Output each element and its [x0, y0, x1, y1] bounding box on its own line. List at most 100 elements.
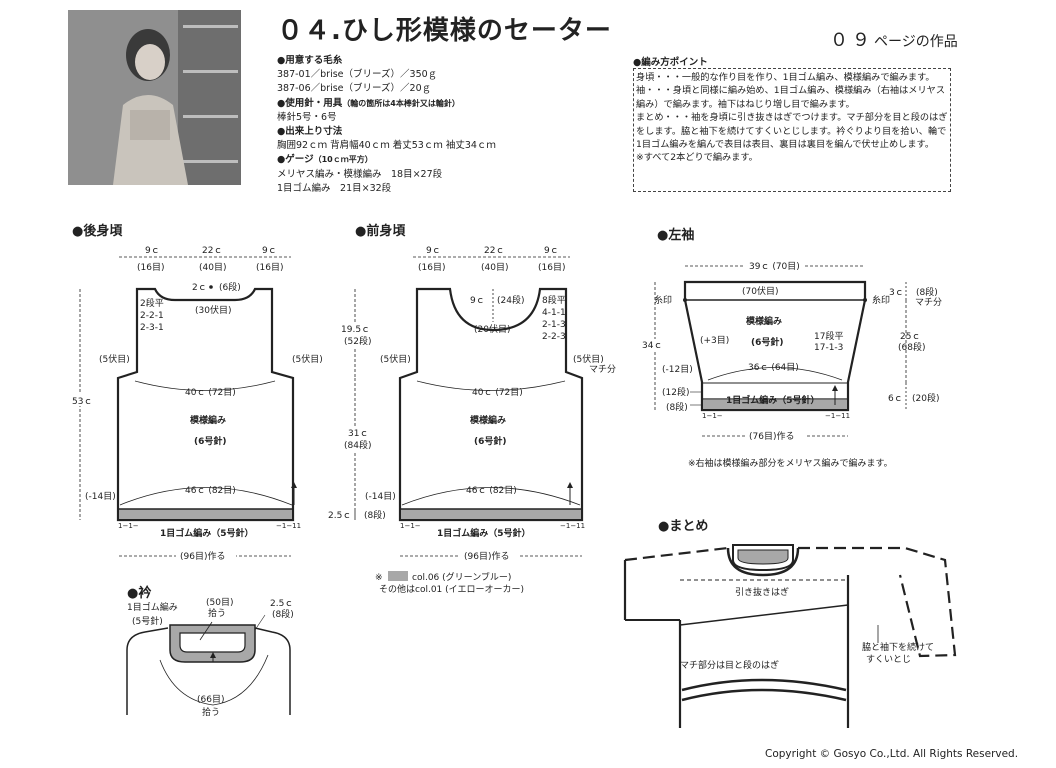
product-photo	[68, 10, 241, 185]
front-height-19-5: 19.5ｃ	[341, 325, 370, 335]
sleeve-rib-label: 1目ゴム編み（5号針）	[726, 394, 820, 406]
page-number: ０９	[830, 30, 874, 51]
back-neck-rows: (6段)	[219, 281, 241, 293]
sleeve-width-39: 39ｃ (70目)	[749, 261, 800, 272]
sleeve-rows-8: (8段)	[666, 401, 688, 413]
collar-heading: ●衿	[127, 586, 152, 601]
collar-diagram: 1目ゴム編み (5号針) (50目) 拾う 2.5ｃ (8段) (66目) 拾う	[126, 597, 294, 718]
front-bindoff-20: (20伏目)	[474, 323, 510, 335]
back-dec-2: 2-2-1	[140, 311, 164, 321]
front-rib-band	[401, 509, 581, 519]
yarn-line-1: 387-01／brise（ブリーズ）／350ｇ	[277, 69, 438, 81]
front-rib-label: 1目ゴム編み（5号針）	[437, 527, 531, 539]
front-height-31: 31ｃ	[348, 429, 368, 439]
sleeve-rib-band	[703, 400, 847, 409]
sleeve-height-3: 3ｃ	[889, 288, 904, 298]
front-gusset: マチ分	[589, 364, 616, 375]
point-note: ※すべて2本どりで編みます。	[636, 152, 758, 164]
color-note-mark: ※	[375, 573, 383, 583]
sleeve-outline	[683, 280, 867, 412]
size-value: 胸囲92ｃｍ 背肩幅40ｃｍ 着丈53ｃｍ 袖丈34ｃｍ	[277, 140, 496, 152]
sleeve-rows-12: (12段)	[662, 386, 689, 398]
front-dim-w-mid: 22ｃ	[484, 246, 504, 256]
sleeve-inc-2: 17-1-3	[814, 343, 843, 353]
size-heading: ●出来上り寸法	[277, 126, 343, 138]
back-height-53: 53ｃ	[72, 397, 92, 407]
back-bindoff-30: (30伏目)	[195, 304, 231, 316]
points-box: 身頃・・・一般的な作り目を作り、1目ゴム編み、模様編みで編みます。 袖・・・身頃…	[633, 68, 951, 192]
color-note-2: その他はcol.01 (イエローオーカー)	[379, 583, 524, 595]
collar-height-2-5: 2.5ｃ	[270, 599, 293, 609]
point-finish: まとめ・・・袖を身頃に引き抜きはぎでつけます。マチ部分を目と段のはぎをします。脇…	[636, 112, 948, 151]
back-dim-w-mid-st: (40目)	[199, 262, 226, 273]
collar-rib: 1目ゴム編み	[127, 601, 178, 613]
front-bindoff-5-right: (5伏目)	[573, 353, 604, 365]
back-rib-label: 1目ゴム編み（5号針）	[160, 527, 254, 539]
front-dim-w-left-st: (16目)	[418, 262, 445, 273]
back-bindoff-5-left: (5伏目)	[99, 353, 130, 365]
back-dec-1: 2段平	[140, 297, 164, 309]
front-height-2-5: 2.5ｃ	[328, 511, 351, 521]
sleeve-height-6-rows: (20段)	[912, 392, 939, 404]
back-width-46: 46ｃ (82目)	[185, 485, 236, 496]
finishing-join: 引き抜きはぎ	[735, 586, 789, 598]
point-body: 身頃・・・一般的な作り目を作り、1目ゴム編み、模様編みで編みます。	[636, 72, 935, 83]
back-bindoff-5-right: (5伏目)	[292, 353, 323, 365]
sleeve-mark-left: 糸印	[654, 294, 672, 306]
front-pattern-label: 模様編み	[470, 414, 506, 426]
sleeve-height-6: 6ｃ	[888, 394, 903, 404]
needle-heading: ●使用針・用具（輪の箇所は4本棒針又は輪針）	[277, 97, 460, 109]
back-dim-w-right-st: (16目)	[256, 262, 283, 273]
gauge-line-1: メリヤス編み・模様編み 18目×27段	[277, 168, 443, 180]
needle-value: 棒針5号・6号	[277, 111, 337, 123]
front-rib-mark-l: 1−1−	[400, 522, 421, 530]
sleeve-inc-1: 17段平	[814, 330, 843, 342]
left-sleeve-heading: ●左袖	[657, 228, 695, 243]
sleeve-height-3-rows: (8段)	[916, 286, 938, 298]
back-needle-label: (6号針)	[194, 435, 227, 447]
front-dim-w-right: 9ｃ	[544, 246, 559, 256]
sleeve-rib-mark-l: 1−1−	[702, 412, 723, 420]
sleeve-cast-on: (76目)作る	[749, 430, 794, 442]
front-dec-1: 8段平	[542, 294, 566, 306]
front-dec-3: 2-1-3	[542, 320, 566, 330]
yarn-heading: ●用意する毛糸	[277, 55, 343, 66]
front-neck-rows: (24段)	[497, 294, 524, 306]
page-reference: ０９ページの作品	[830, 26, 958, 52]
points-title: ●編み方ポイント	[633, 57, 708, 68]
back-body-diagram: 9ｃ (16目) 22ｃ (40目) 9ｃ (16目) 2ｃ (6段) (30伏…	[70, 246, 323, 562]
collar-pick-66: (66目)	[197, 694, 224, 705]
collar-pick-66-b: 拾う	[202, 706, 220, 718]
finishing-gusset: マチ部分は目と段のはぎ	[680, 659, 779, 671]
sleeve-minus-12: (-12目)	[662, 364, 693, 375]
front-dec-2: 4-1-1	[542, 308, 566, 318]
back-body-heading: ●後身頃	[72, 224, 123, 239]
gauge-heading: ●ゲージ（10ｃｍ平方）	[277, 154, 373, 166]
back-rib-mark-r: −1−11	[276, 522, 301, 530]
collar-pick-50-b: 拾う	[208, 607, 226, 619]
point-sleeve: 袖・・・身頃と同様に編み始め、1目ゴム編み、模様編み（右袖はメリヤス編み）で編み…	[636, 85, 946, 110]
gauge-line-2: 1目ゴム編み 21目×32段	[277, 182, 392, 194]
back-dec-3: 2-3-1	[140, 323, 164, 333]
front-cast-on: (96目)作る	[464, 550, 509, 562]
back-pattern-label: 模様編み	[190, 414, 226, 426]
front-body-heading: ●前身頃	[355, 224, 406, 239]
front-height-19-5-rows: (52段)	[344, 335, 371, 347]
front-dec-4: 2-2-3	[542, 332, 566, 342]
sleeve-pattern-label: 模様編み	[746, 315, 782, 327]
front-height-31-rows: (84段)	[344, 439, 371, 451]
back-rib-mark-l: 1−1−	[118, 522, 139, 530]
collar-height-2-5-rows: (8段)	[272, 608, 294, 620]
front-dim-w-mid-st: (40目)	[481, 262, 508, 273]
front-height-2-5-rows: (8段)	[364, 509, 386, 521]
back-rib-band	[119, 509, 292, 519]
back-width-40: 40ｃ (72目)	[185, 387, 236, 398]
back-body-outline	[116, 287, 295, 522]
sleeve-height-34: 34ｃ	[642, 341, 662, 351]
front-dim-w-left: 9ｃ	[426, 246, 441, 256]
sleeve-bindoff-70: (70伏目)	[742, 285, 778, 297]
collar-needle: (5号針)	[132, 615, 163, 627]
back-dim-w-mid: 22ｃ	[202, 246, 222, 256]
back-dim-w-left: 9ｃ	[145, 246, 160, 256]
back-cast-on: (96目)作る	[180, 550, 225, 562]
